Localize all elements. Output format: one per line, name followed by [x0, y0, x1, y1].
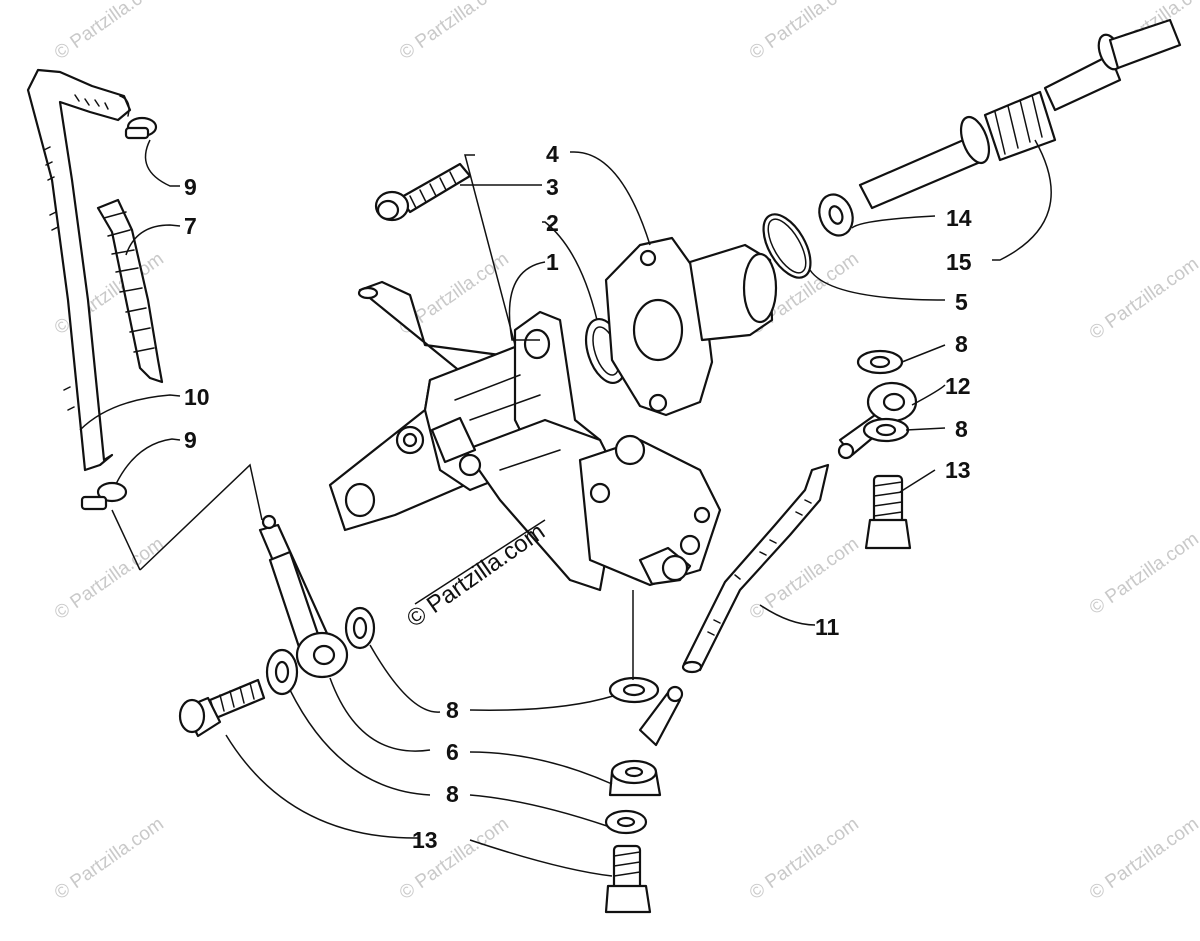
callout-14: 14 — [946, 205, 972, 231]
callout-9-upper: 9 — [184, 174, 197, 200]
callout-12: 12 — [945, 373, 971, 399]
callout-13-right: 13 — [945, 457, 971, 483]
part-washer-8-left — [265, 648, 299, 696]
part-washer-8-center — [608, 676, 660, 704]
watermark-tile: © Partzilla.com — [51, 533, 168, 624]
part-washer-14 — [818, 193, 854, 237]
callout-8-center: 8 — [446, 697, 459, 723]
watermark-main: © Partzilla.com — [402, 518, 550, 633]
part-banjo-bolt-13-right — [864, 474, 912, 550]
watermark-tile: © Partzilla.com — [51, 0, 168, 64]
callout-2: 2 — [546, 210, 559, 236]
leader-lines — [79, 139, 1052, 877]
callout-9-lower: 9 — [184, 427, 197, 453]
part-spiral-wrap — [96, 198, 164, 384]
part-banjo-fitting-center — [608, 685, 684, 797]
part-bolt-3 — [374, 162, 472, 222]
watermark-tile: © Partzilla.com — [396, 0, 513, 64]
part-banjo-fitting-6 — [258, 514, 349, 679]
callout-labels: 9 7 10 9 4 3 2 1 14 15 5 8 12 8 13 11 8 … — [184, 141, 972, 853]
part-hose-clamp-upper — [124, 116, 158, 140]
callout-7: 7 — [184, 213, 197, 239]
part-hose-clamp-lower — [80, 481, 128, 511]
part-washer-8-bottom — [604, 809, 648, 835]
part-drive-shaft — [858, 18, 1182, 210]
callout-13-lower: 13 — [412, 827, 438, 853]
callout-4: 4 — [546, 141, 559, 167]
watermark-tile: © Partzilla.com — [1086, 253, 1200, 344]
part-banjo-bolt-13-left — [178, 678, 266, 738]
watermark-tile: © Partzilla.com — [1086, 528, 1200, 619]
callout-8-lower: 8 — [446, 781, 459, 807]
part-hose-right — [681, 463, 830, 674]
callout-1: 1 — [546, 249, 559, 275]
callout-10: 10 — [184, 384, 210, 410]
part-flange-housing — [604, 236, 778, 417]
watermark-tile: © Partzilla.com — [746, 0, 863, 64]
callout-15: 15 — [946, 249, 972, 275]
callout-3: 3 — [546, 174, 559, 200]
part-washer-8-right-top — [856, 349, 904, 375]
callout-5: 5 — [955, 289, 968, 315]
callout-8-right-top: 8 — [955, 331, 968, 357]
part-hose-left — [26, 68, 132, 472]
part-washer-8-left-upper — [344, 606, 376, 650]
part-oring-5 — [762, 213, 812, 279]
watermark-tile: © Partzilla.com — [746, 813, 863, 904]
callout-11: 11 — [815, 614, 840, 640]
watermark-tile: © Partzilla.com — [1086, 813, 1200, 904]
part-banjo-bolt-13-bottom — [604, 844, 652, 914]
callout-6: 6 — [446, 739, 459, 765]
part-washer-8-right-bottom — [862, 417, 910, 443]
watermark-tile: © Partzilla.com — [51, 813, 168, 904]
callout-8-right-bottom: 8 — [955, 416, 968, 442]
part-pump-body — [328, 280, 722, 592]
